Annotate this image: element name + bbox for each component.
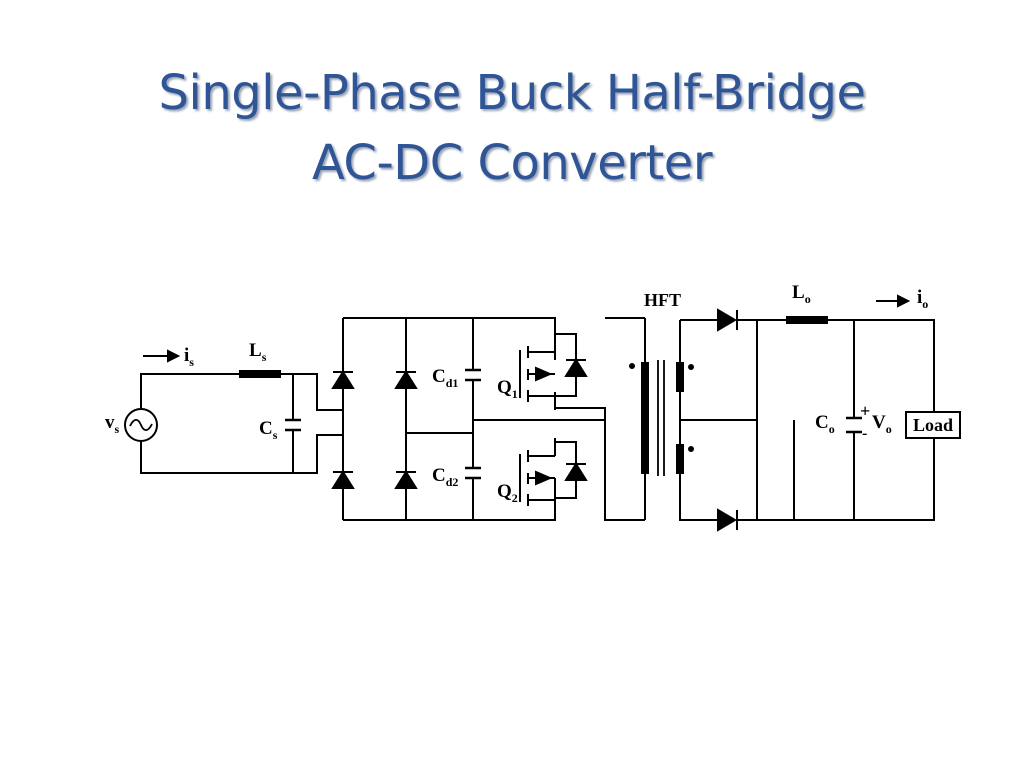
slide-title: Single-Phase Buck Half-Bridge AC-DC Conv… [0,58,1024,198]
input-capacitor-label: Cs [259,418,278,442]
output-voltage-label: Vo [872,412,892,436]
source-label: vs [105,412,120,436]
mosfet-q1 [519,346,588,402]
load-label: Load [913,415,953,435]
polarity-plus: + [860,401,870,421]
wires [140,317,935,521]
load-box [905,411,961,439]
capacitors [285,368,862,480]
cap-top-label: Cd1 [432,366,458,390]
input-inductor-label: Ls [249,340,267,364]
cap-bottom-label: Cd2 [432,465,458,489]
title-line-2: AC-DC Converter [311,135,713,191]
switch-top-label: Q1 [497,377,518,401]
sine-wave-icon [129,418,153,432]
bridge-diodes [331,370,418,489]
output-inductor-label: Lo [792,282,811,306]
switch-bottom-label: Q2 [497,481,518,505]
transformer-label: HFT [644,290,681,310]
transformer [629,318,694,520]
input-current-label: is [184,345,194,369]
input-inductor [239,370,281,378]
title-line-1: Single-Phase Buck Half-Bridge [158,65,866,121]
output-capacitor-label: Co [815,412,835,436]
polarity-minus: - [862,425,867,442]
output-current-label: io [917,287,928,311]
mosfet-q2 [519,450,588,506]
output-inductor [786,316,828,324]
output-diodes [717,308,738,532]
current-arrows [143,294,911,363]
